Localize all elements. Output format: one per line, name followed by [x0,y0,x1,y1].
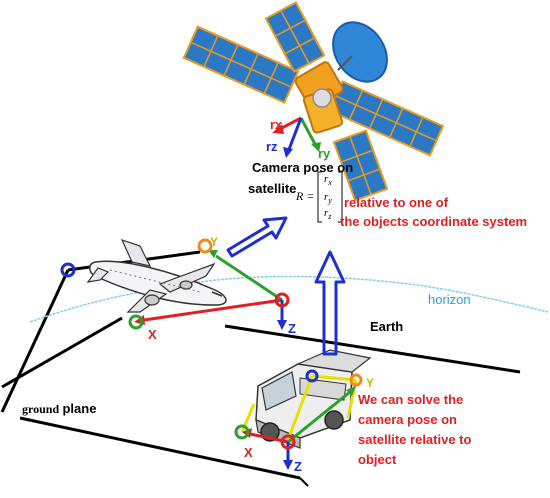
solar-panel-upper-left [182,25,300,104]
truck-axis-x-label: X [244,445,253,460]
airplane-axis-z-label: Z [288,321,296,336]
satellite-dish [332,21,388,83]
plane-word: plane [62,401,97,416]
solar-panel-lower [332,129,389,202]
ground-plane-outline [0,250,521,487]
truck-note-line-2: camera pose on [358,412,457,427]
solar-panel-right [328,80,445,157]
horizon-curve [29,275,549,323]
airplane-origin-marker [274,292,290,308]
truck-axis-y-label: Y [366,376,375,390]
truck-axis-z-label: Z [294,459,302,474]
truck-rear-left-marker [305,369,319,383]
pose-arrows [226,216,346,356]
horizon-label: horizon [428,292,471,307]
truck-note: We can solve the camera pose on satellit… [358,390,471,470]
satellite-axis-rz-label: rz [266,139,278,154]
truck-note-line-1: We can solve the [358,392,464,407]
relative-caption-line2: the objects coordinate system [340,214,528,229]
satellite-axis-ry-label: ry [318,146,331,161]
satellite-illustration [182,1,445,202]
airplane-tail-marker [60,262,76,278]
truck-front-marker [234,424,250,440]
arrow-airplane-to-satellite [226,216,288,258]
satellite-axis-rx-label: rx [270,117,283,132]
airplane-axis-x-label: X [148,327,157,342]
ground-plane-label: ground plane [22,402,96,415]
caption-satellite: satellite [248,181,297,196]
matrix-entry-y: ry [324,191,332,206]
ground-word: ground [22,402,60,416]
truck-note-line-3: satellite relative to [358,432,472,447]
caption-camera-pose: Camera pose on [252,160,354,175]
airplane-illustration [86,238,227,313]
airplane-axis-y-label: Y [210,235,219,249]
truck-rear-right-marker [349,373,363,387]
matrix-lhs: R = [296,189,315,203]
truck-origin-marker [280,434,296,450]
airplane-axes [60,238,290,330]
truck-axes [234,369,363,470]
satellite-body [294,61,344,134]
relative-caption-line1: relative to one of [344,195,449,210]
satellite-axes [272,116,321,158]
arrow-truck-to-satellite [314,250,346,356]
truck-note-line-4: object [358,452,397,467]
earth-label: Earth [370,319,404,334]
airplane-wing-marker [128,314,144,330]
matrix-brackets [317,171,343,223]
airplane-nose-marker [197,238,213,254]
solar-panel-upper [264,1,326,73]
matrix-entry-x: rx [324,173,332,188]
matrix-entry-z: rz [324,207,332,222]
